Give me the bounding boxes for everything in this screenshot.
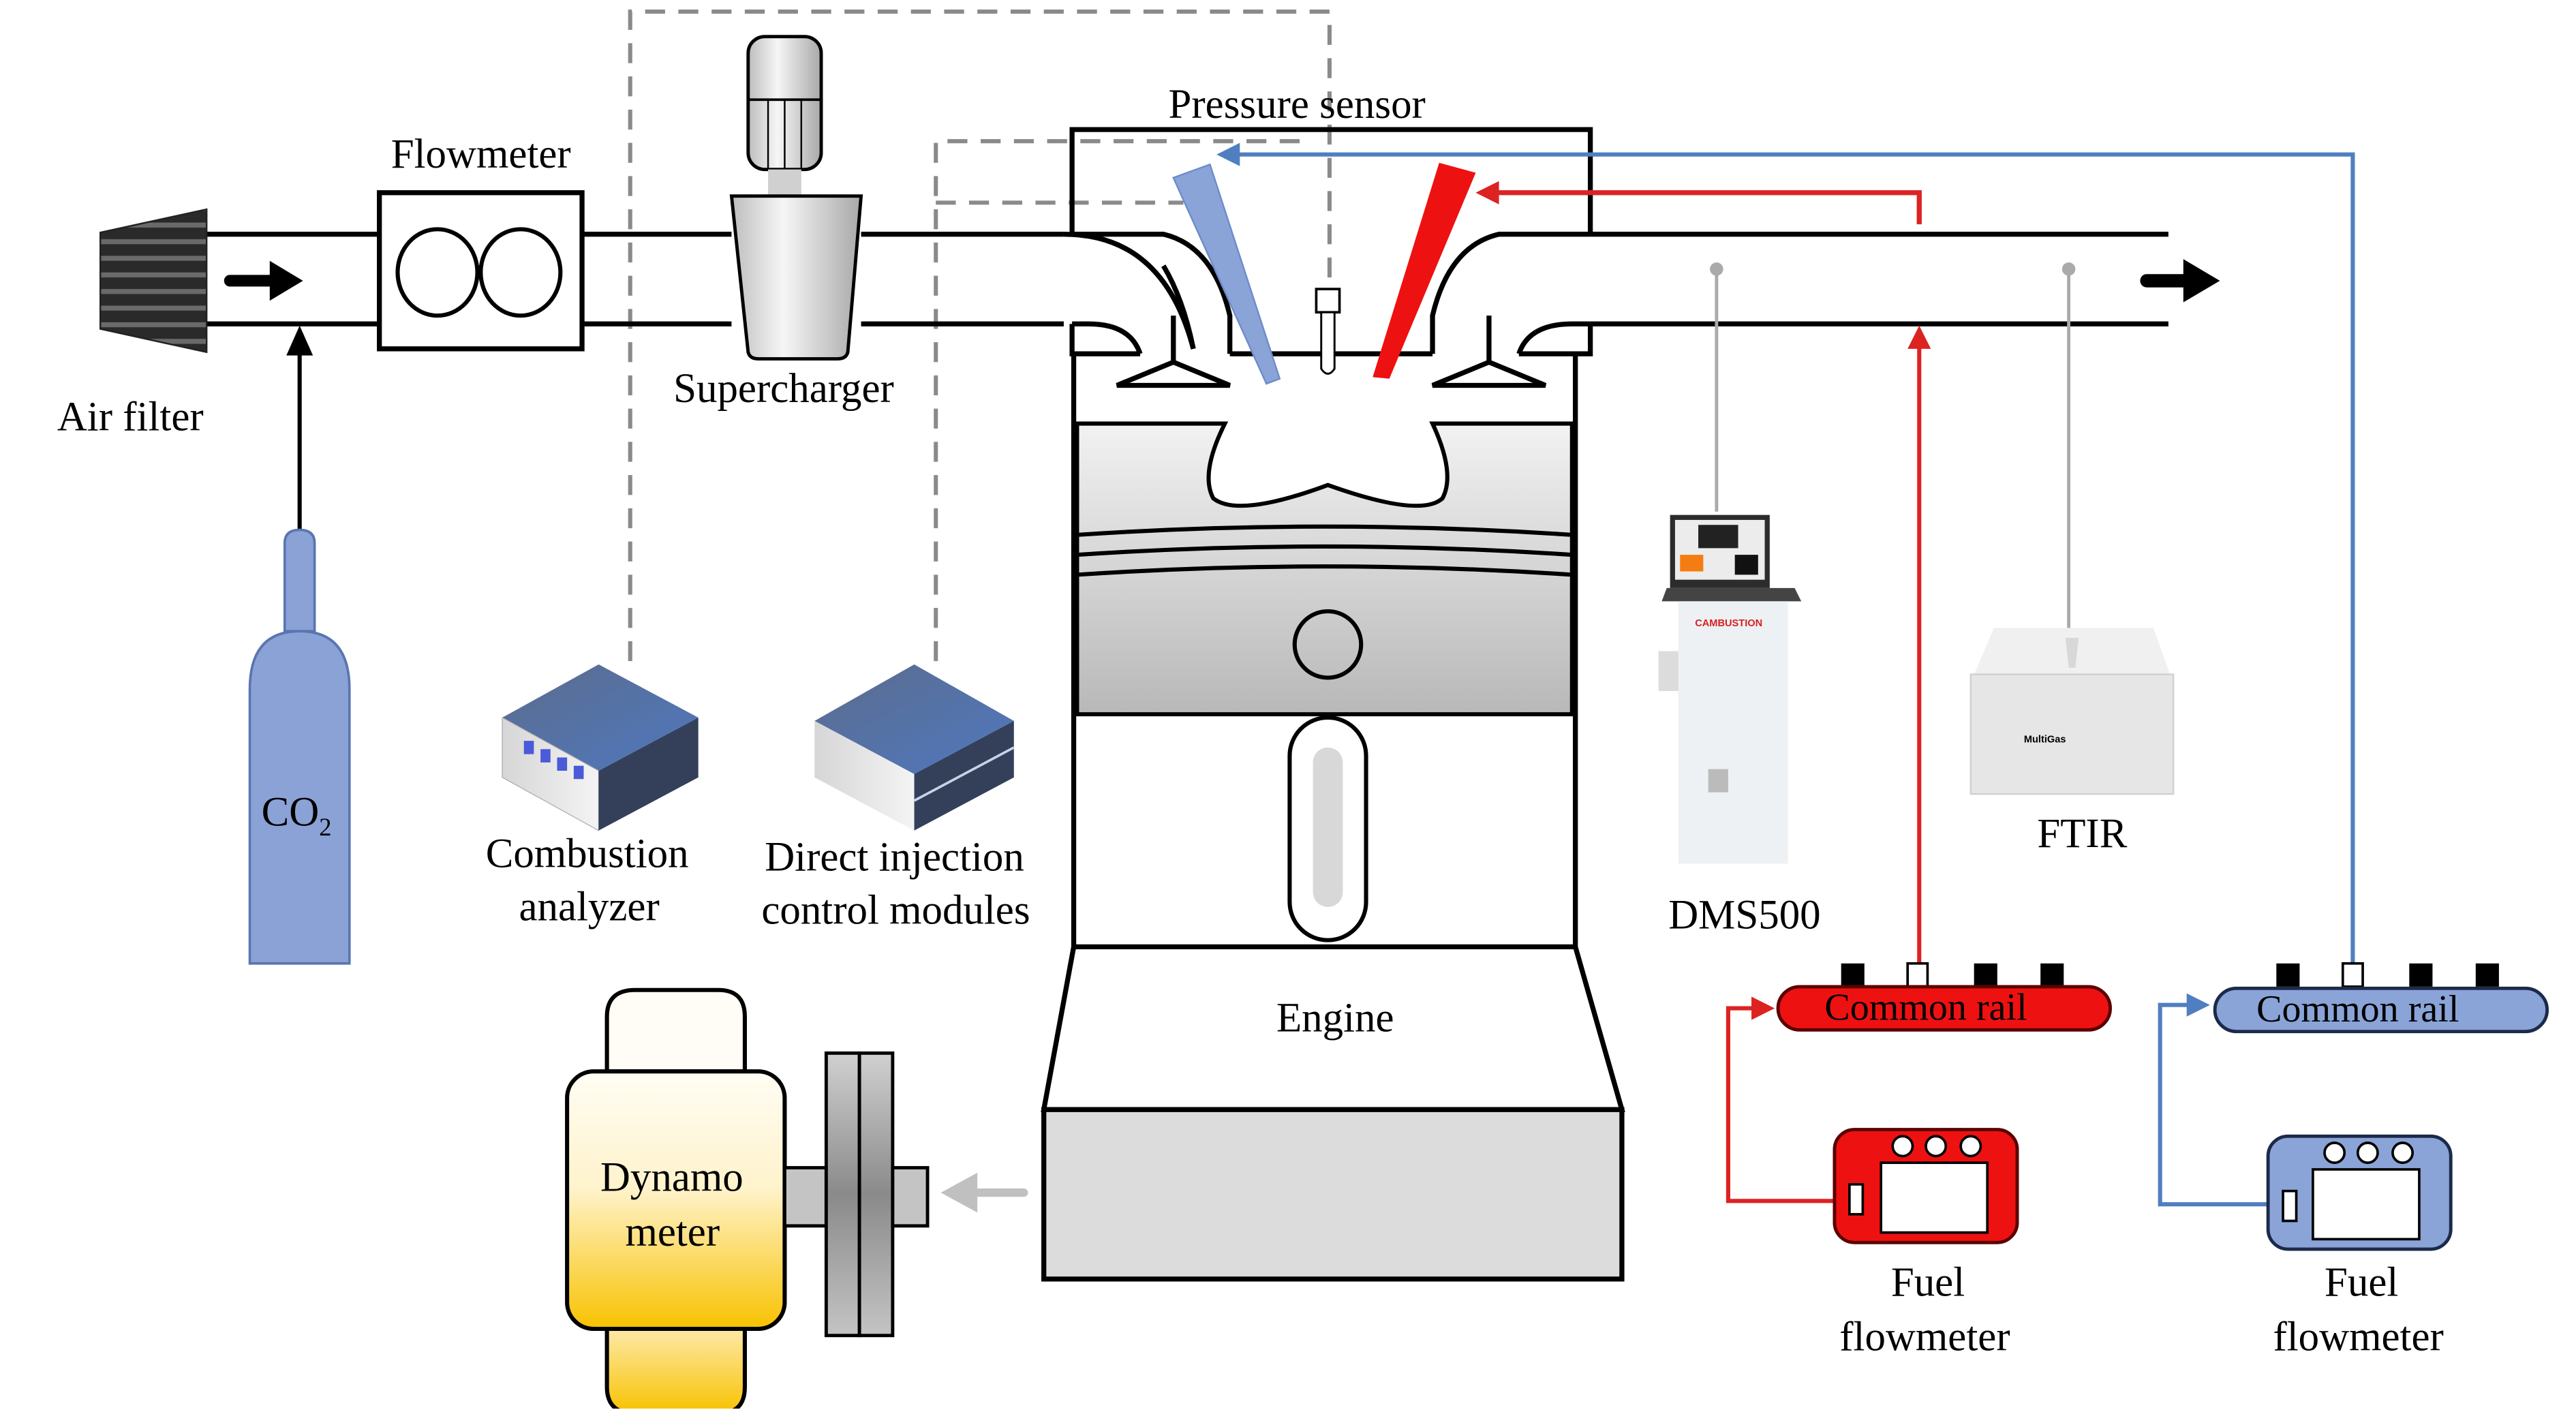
ftir-label: FTIR [2037, 811, 2127, 857]
exhaust-pipe [1590, 232, 2220, 326]
red-injector-icon [1373, 162, 1476, 379]
pressure-sensor-label: Pressure sensor [1169, 82, 1426, 127]
blue-arrow-to-injector-icon [1216, 142, 1240, 166]
exhaust-flow-arrow-icon [2140, 259, 2220, 303]
red-flowmeter-to-rail-line [1726, 1006, 1835, 1203]
red-fuel-flowmeter-label-line2: flowmeter [1839, 1315, 2010, 1360]
combustion-analyzer-label-line2: analyzer [519, 884, 659, 930]
flowmeter-label: Flowmeter [391, 132, 571, 177]
pressure-probe-icon [1315, 288, 1341, 375]
di-control-signal-line [934, 139, 1300, 662]
coupling-icon [824, 1051, 861, 1338]
air-filter-icon [99, 208, 208, 354]
cylinder-head [1069, 127, 1593, 388]
combustion-analyzer-signal-line [628, 10, 1332, 662]
flowmeter-rotor-icon [478, 227, 563, 318]
red-fuel-system [1475, 181, 2112, 1244]
engine-block [1041, 944, 1625, 1282]
red-arrow-to-injector-icon [1475, 181, 1499, 204]
di-control-modules [814, 664, 1015, 831]
piston-icon [1075, 421, 1574, 717]
co2-label: CO2 [262, 789, 332, 841]
supercharger-label: Supercharger [673, 366, 894, 412]
combustion-analyzer-label-line1: Combustion [486, 831, 689, 876]
ftir-brand: MultiGas [2024, 735, 2066, 746]
intake-flow-arrow-icon [224, 260, 303, 301]
dms500-label: DMS500 [1668, 893, 1820, 938]
blue-fuel-flowmeter-label-line1: Fuel [2325, 1259, 2398, 1305]
intake-pipe [203, 232, 1196, 350]
drive-arrow-icon [940, 1172, 1028, 1213]
dynamometer-label-line1: Dynamo [600, 1155, 743, 1201]
wrist-pin-icon [1292, 609, 1364, 680]
red-common-rail-label: Common rail [1824, 987, 2027, 1029]
blue-common-rail-label: Common rail [2256, 988, 2459, 1030]
exhaust-valve-icon [1431, 316, 1547, 388]
dynamometer [565, 987, 1028, 1412]
red-common-rail [1776, 962, 2112, 1032]
supercharger [729, 35, 863, 360]
combustion-analyzer [502, 664, 699, 831]
air-filter [99, 208, 208, 354]
dynamometer-label-line2: meter [625, 1210, 720, 1255]
blue-common-rail [2213, 962, 2549, 1034]
blue-fuel-system [1216, 142, 2549, 1251]
flowmeter [377, 190, 585, 352]
co2-label-main: CO [262, 789, 320, 835]
dms500-brand: CAMBUSTION [1695, 618, 1762, 629]
co2-label-subscript: 2 [319, 813, 331, 841]
dms500-instrument: CAMBUSTION [1658, 515, 1802, 864]
air-filter-label: Air filter [57, 394, 204, 440]
blue-fuel-flowmeter [2266, 1134, 2453, 1251]
di-control-label-line1: Direct injection [765, 834, 1024, 880]
di-control-label-line2: control modules [761, 887, 1030, 933]
blue-injector-icon [1172, 163, 1281, 385]
co2-arrow-icon [286, 325, 313, 356]
red-fuel-flowmeter [1833, 1128, 2019, 1244]
flowmeter-rotor-icon [395, 227, 480, 318]
co2-cylinder [248, 325, 351, 965]
red-fuel-flowmeter-label-line1: Fuel [1891, 1259, 1965, 1305]
blue-fuel-flowmeter-label-line2: flowmeter [2273, 1315, 2443, 1360]
engine-label: Engine [1276, 996, 1394, 1041]
signal-lines [628, 10, 1332, 662]
blue-rail-to-injector-line [1236, 152, 2355, 964]
blue-flowmeter-to-rail-line [2158, 1002, 2269, 1207]
engine-cylinder [1071, 354, 1578, 947]
ftir-instrument: MultiGas [1969, 628, 2175, 795]
intake-valve-icon [1116, 316, 1231, 388]
sampling-probes [1710, 262, 2076, 658]
